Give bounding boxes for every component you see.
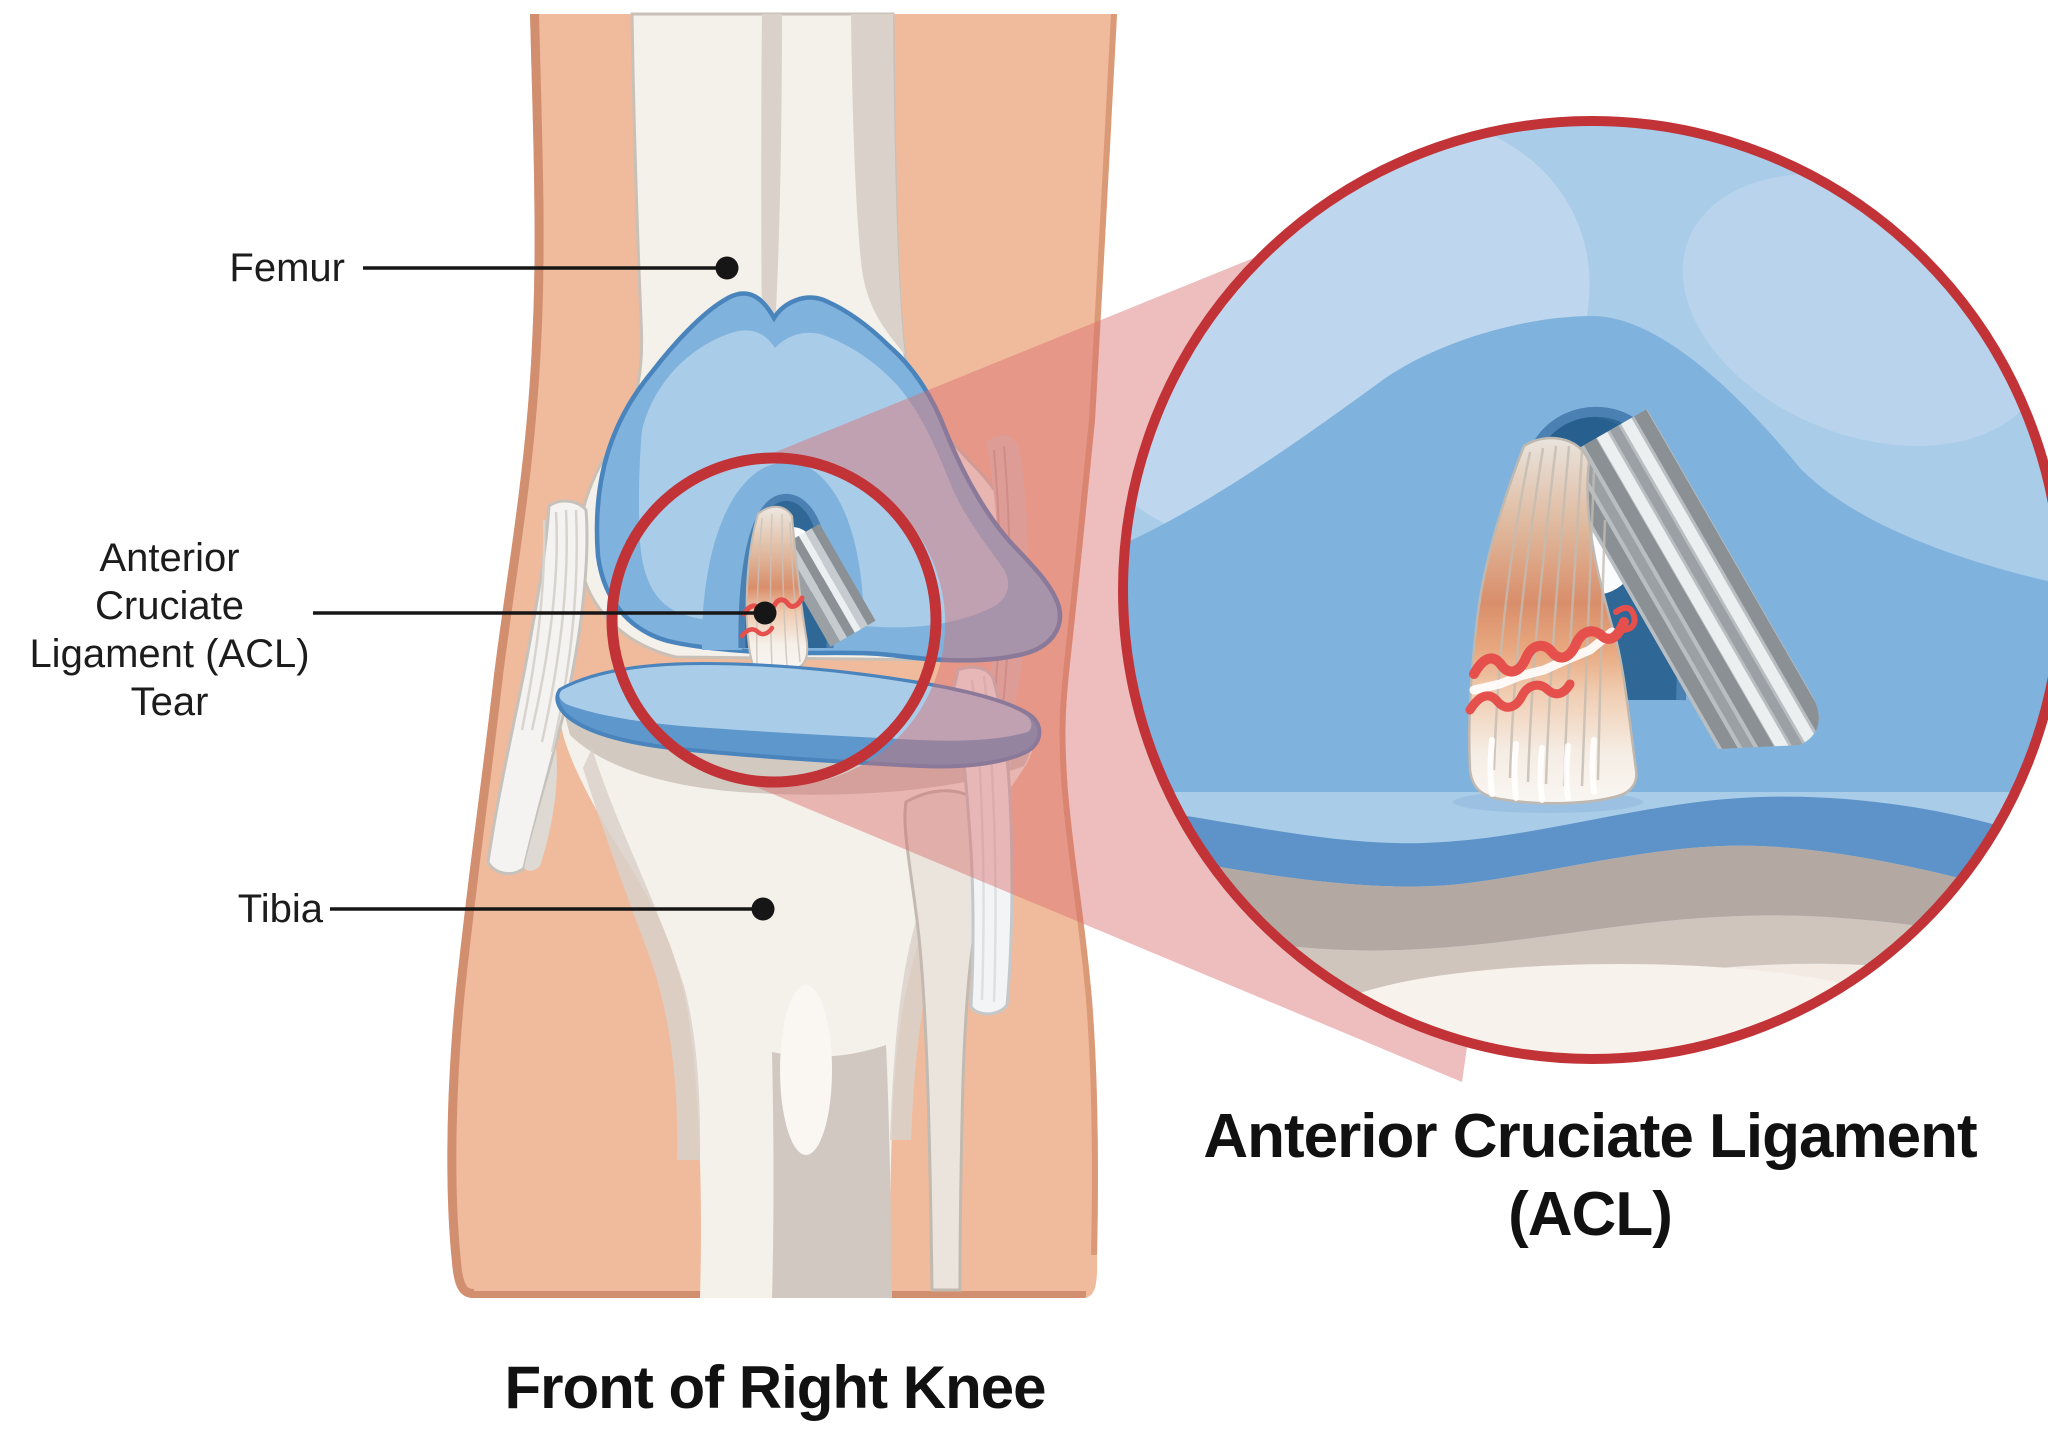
lcl-tip-shade: [524, 748, 557, 871]
zoom-caption-line2: (ACL): [1508, 1180, 1673, 1249]
acl-small-fibers: [755, 513, 801, 667]
acl-tear-label-line1: Anterior Cruciate: [95, 536, 244, 628]
acl-ligament-small: [739, 505, 809, 669]
acl-tear-label: Anterior Cruciate Ligament (ACL) Tear: [22, 534, 317, 726]
acl-tear-curl: [1613, 604, 1638, 633]
acl-ligament-zoom: [1465, 436, 1638, 805]
lcl-ligament: [486, 499, 589, 876]
pcl-small-stripe: [811, 523, 876, 626]
femur-leader-dot: [715, 256, 739, 280]
acl-tear-gap: [1469, 627, 1617, 695]
zoom-caption-line1: Anterior Cruciate Ligament: [1203, 1102, 1977, 1171]
acl-leader-dot: [753, 601, 777, 625]
zoom-caption: Anterior Cruciate Ligament (ACL): [1130, 1098, 2048, 1254]
zoom-circle-content: [1123, 121, 2048, 1059]
tibia-label: Tibia: [237, 887, 323, 931]
zoom-bone-band-light: [1123, 912, 2048, 1005]
zoom-tibial-stripe: [1123, 796, 2048, 905]
tibia-leader: [330, 897, 775, 921]
pcl-small-stripe: [790, 535, 855, 638]
lcl-fibers: [520, 509, 579, 753]
femur-streak-right: [851, 14, 905, 355]
zoom-circle: [1118, 116, 2048, 1064]
acl-tear-label-line2: Ligament (ACL): [29, 632, 310, 676]
leader-lines: [313, 256, 777, 921]
pcl-stripe-mid: [1553, 409, 1804, 749]
acl-tear-lower: [1465, 679, 1575, 715]
pcl-small-stripe: [784, 540, 847, 642]
tibia-leader-dot: [751, 897, 775, 921]
acl-fibers-zoom: [1492, 445, 1607, 787]
acl-small-tear-lower: [739, 625, 775, 639]
acl-small-band: [745, 505, 809, 669]
femur-streak-center: [761, 14, 782, 368]
pcl-stripe-white: [1576, 409, 1817, 749]
pcl-small-stripe: [804, 528, 868, 630]
acl-leader: [313, 601, 777, 625]
acl-tear-upper: [1469, 617, 1629, 679]
femur-label: Femur: [229, 246, 345, 290]
acl-tear-label-line3: Tear: [130, 680, 209, 724]
femur-leader: [363, 256, 739, 280]
acl-base-fibers: [1487, 737, 1597, 803]
small-callout-circle: [606, 452, 942, 788]
zoom-circle-ring: [1118, 116, 2048, 1064]
tibial-band-top: [559, 665, 1032, 741]
zoom-bone-band-dark: [1123, 845, 2048, 951]
tibial-tuberosity-highlight: [780, 985, 832, 1155]
acl-band-zoom: [1468, 436, 1638, 805]
main-caption: Front of Right Knee: [504, 1354, 1047, 1421]
tibia-shadow-left: [583, 748, 701, 1160]
pcl-small-stripe: [798, 532, 861, 633]
